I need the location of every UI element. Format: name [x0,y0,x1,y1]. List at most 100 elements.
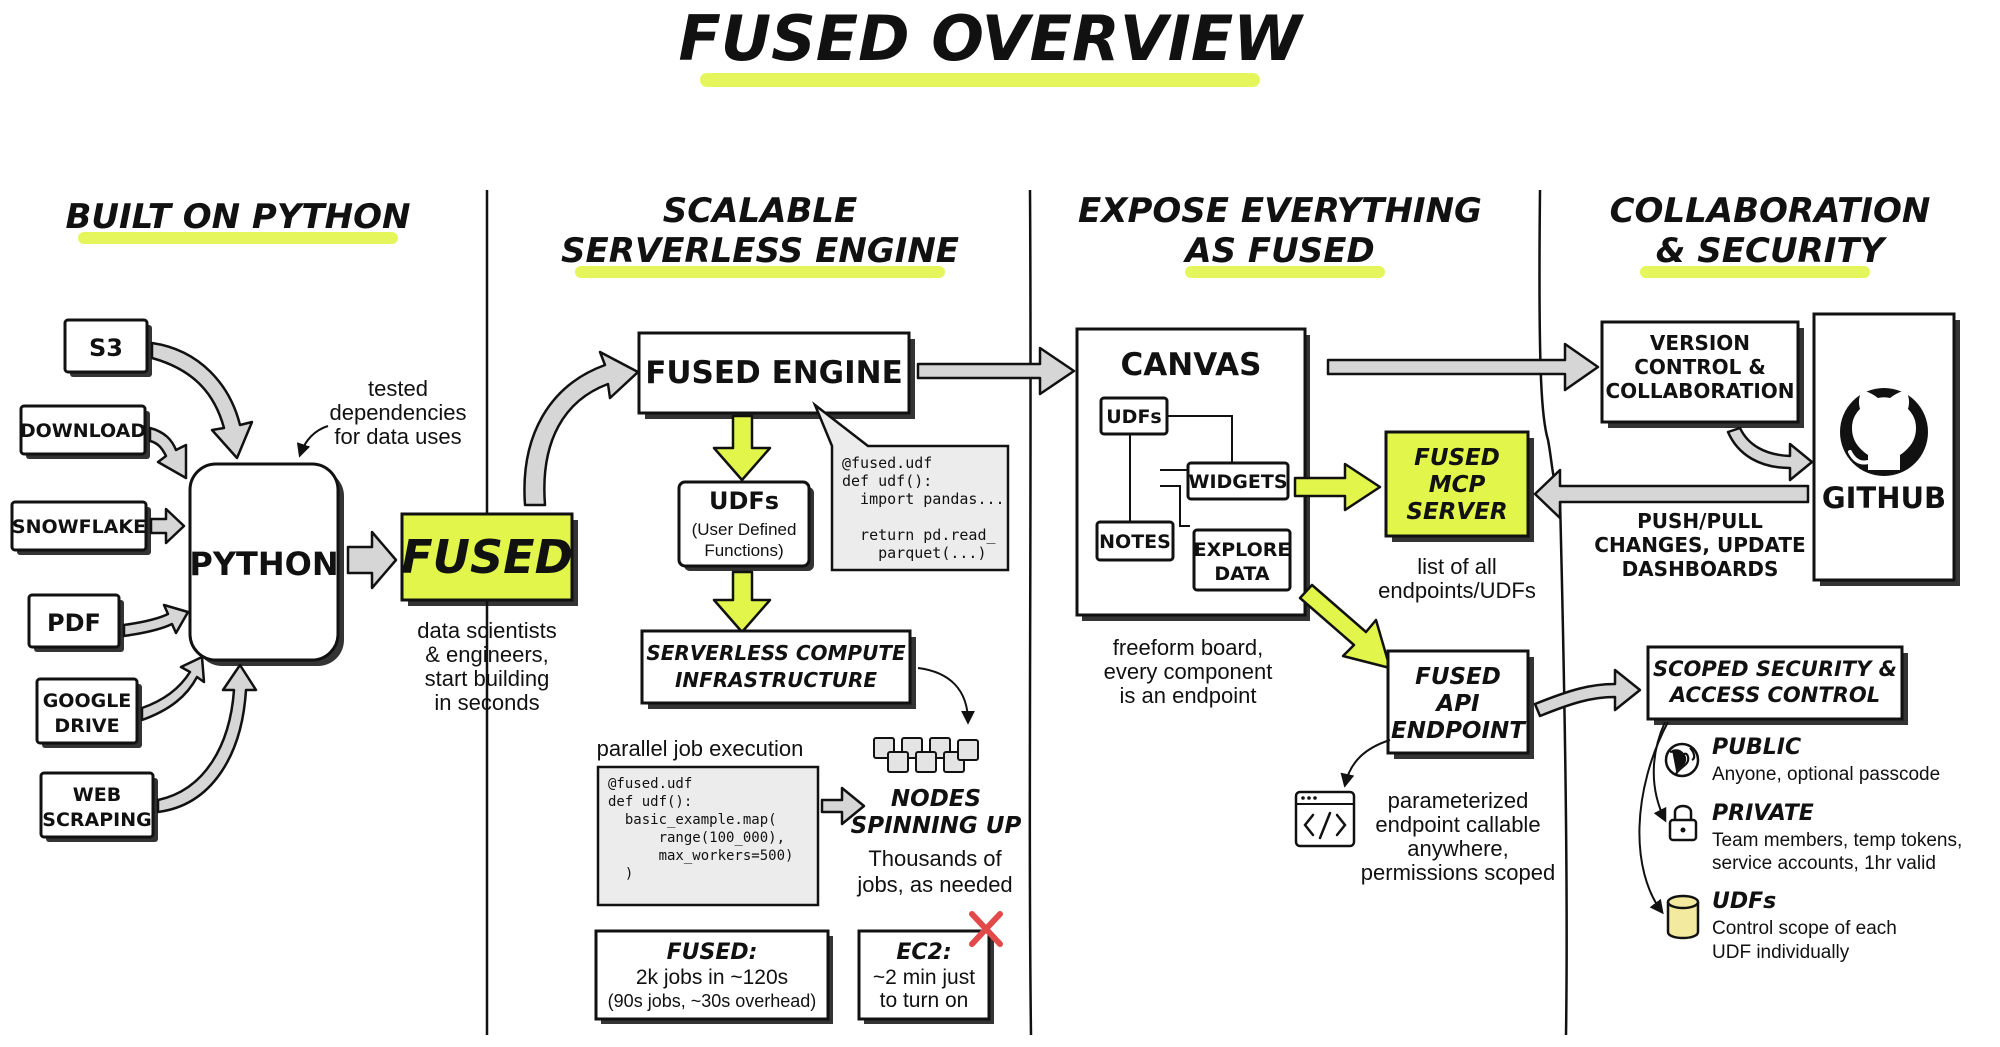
arrow-fused-to-engine [523,350,640,507]
svg-text:SCRAPING: SCRAPING [42,809,151,831]
svg-text:DATA: DATA [1214,563,1269,585]
python-box: PYTHON [188,462,344,666]
section-heading-expose: EXPOSE EVERYTHING AS FUSED [1078,191,1482,278]
svg-text:Control scope of each: Control scope of each [1712,918,1897,939]
svg-text:EXPOSE EVERYTHING: EXPOSE EVERYTHING [1078,191,1482,231]
svg-text:CANVAS: CANVAS [1121,347,1262,383]
svg-text:SNOWFLAKE: SNOWFLAKE [12,516,146,538]
svg-text:PRIVATE: PRIVATE [1712,801,1814,826]
code-line: return pd.read_ [842,526,996,544]
fused-engine-box: FUSED ENGINE [637,331,915,419]
udfs-scope-item: UDFs Control scope of each UDF individua… [1666,889,1897,963]
section-heading-python: BUILT ON PYTHON [66,197,410,244]
note-arrow [296,425,329,458]
code-line: max_workers=500) [608,848,793,864]
svg-text:ENDPOINT: ENDPOINT [1391,718,1527,744]
divider-3 [1538,189,1568,1036]
code-line: def udf(): [608,794,692,810]
svg-text:dependencies: dependencies [329,400,466,425]
svg-text:Team members, temp tokens,: Team members, temp tokens, [1712,830,1962,851]
canvas-udfs-node: UDFs [1099,396,1169,436]
title-highlight [700,73,1260,87]
svg-text:FUSED: FUSED [1415,664,1501,690]
svg-text:COLLABORATION: COLLABORATION [1605,379,1794,403]
svg-text:SPINNING UP: SPINNING UP [851,813,1022,839]
arrow-gdrive-to-python [140,655,206,722]
svg-text:UDFs: UDFs [1712,889,1776,914]
svg-text:FUSED: FUSED [1414,445,1500,471]
arrow-canvas-to-version [1326,342,1600,392]
ec2-stats-box: EC2: ~2 min just to turn on [857,929,994,1024]
svg-text:DOWNLOAD: DOWNLOAD [20,420,146,442]
canvas-caption: freeform board, every component is an en… [1104,635,1273,708]
x-mark-icon [969,911,1003,947]
private-item: PRIVATE Team members, temp tokens, servi… [1668,801,1962,874]
svg-text:permissions scoped: permissions scoped [1361,860,1555,885]
svg-text:ACCESS CONTROL: ACCESS CONTROL [1668,683,1880,707]
svg-text:anywhere,: anywhere, [1407,836,1509,861]
node-square [887,751,909,773]
svg-text:tested: tested [368,376,428,401]
svg-text:start building: start building [425,666,550,691]
fused-stats-box: FUSED: 2k jobs in ~120s (90s jobs, ~30s … [594,929,833,1024]
arrow-engine-to-udfs [712,414,772,482]
globe-icon [1664,742,1700,778]
svg-text:FUSED:: FUSED: [667,940,758,965]
arrow-canvas-to-mcp [1293,462,1382,512]
divider-2 [1028,189,1033,1036]
svg-text:for data uses: for data uses [334,424,461,449]
public-item: PUBLIC Anyone, optional passcode [1664,735,1940,785]
svg-text:endpoints/UDFs: endpoints/UDFs [1378,578,1536,603]
tested-dependencies-note: tested dependencies for data uses [329,376,466,449]
svg-text:WIDGETS: WIDGETS [1188,471,1287,493]
svg-text:NOTES: NOTES [1099,531,1171,553]
svg-text:parameterized: parameterized [1388,788,1529,813]
svg-text:EXPLORE: EXPLORE [1194,539,1291,561]
version-control-box: VERSION CONTROL & COLLABORATION [1600,320,1804,428]
svg-text:freeform board,: freeform board, [1113,635,1263,660]
svg-text:DASHBOARDS: DASHBOARDS [1622,557,1779,581]
nodes-caption: Thousands of jobs, as needed [856,846,1012,897]
arrow-canvas-to-api [1298,583,1392,670]
svg-text:FUSED ENGINE: FUSED ENGINE [645,355,903,391]
source-google-drive: GOOGLE DRIVE [35,677,142,748]
svg-text:& engineers,: & engineers, [425,642,549,667]
code-window-icon [1294,790,1356,848]
svg-text:SERVERLESS ENGINE: SERVERLESS ENGINE [561,231,959,271]
arrow-web-to-python [156,663,258,814]
svg-text:every component: every component [1104,659,1273,684]
svg-text:(User Defined: (User Defined [692,520,797,539]
svg-text:INFRASTRUCTURE: INFRASTRUCTURE [675,668,877,692]
arrow-python-to-fused [346,530,398,590]
divider-1 [485,189,489,1036]
mcp-caption: list of all endpoints/UDFs [1378,554,1536,603]
udfs-box: UDFs (User Defined Functions) [677,480,814,571]
svg-text:SERVERLESS COMPUTE: SERVERLESS COMPUTE [646,641,906,665]
svg-text:is an endpoint: is an endpoint [1120,683,1257,708]
api-endpoint-box: FUSED API ENDPOINT [1386,649,1534,759]
svg-text:to turn on: to turn on [880,989,969,1012]
code-line: basic_example.map( [608,812,777,828]
fused-box: FUSED [400,512,578,606]
section-heading-collab: COLLABORATION & SECURITY [1610,191,1930,278]
arrow-serverless-to-nodes [917,667,975,725]
svg-text:S3: S3 [89,334,123,362]
parallel-label: parallel job execution [597,736,804,761]
code-line: @fused.udf [842,454,932,472]
github-icon [1840,388,1928,476]
svg-text:2k jobs in ~120s: 2k jobs in ~120s [636,966,788,989]
svg-text:UDF individually: UDF individually [1712,942,1850,963]
svg-text:EC2:: EC2: [896,940,951,965]
node-square [915,751,937,773]
svg-text:DRIVE: DRIVE [54,715,119,737]
svg-text:PUBLIC: PUBLIC [1712,735,1801,760]
arrow-version-to-github [1726,426,1814,482]
svg-text:~2 min just: ~2 min just [873,966,975,989]
github-box[interactable]: GITHUB [1812,312,1960,586]
svg-text:SCOPED SECURITY &: SCOPED SECURITY & [1653,657,1897,681]
code-line: def udf(): [842,472,932,490]
svg-text:GOOGLE: GOOGLE [43,690,132,712]
nodes-spinning-label: NODES SPINNING UP [851,786,1022,839]
